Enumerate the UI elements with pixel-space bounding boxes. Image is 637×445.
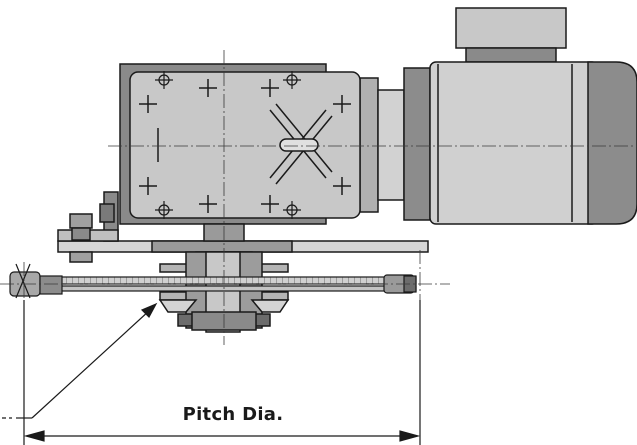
- plus-mark-icon: [199, 195, 217, 213]
- pitch-dimension: [2, 300, 421, 445]
- chain-end-link: [39, 275, 63, 295]
- worm-cross-line: [275, 103, 333, 173]
- motor-adapter: [359, 77, 379, 213]
- crosshair-circle-icon: [283, 201, 301, 219]
- motor-flange: [403, 67, 431, 221]
- leader-line: [31, 309, 151, 419]
- crosshair-circle-icon: [155, 71, 173, 89]
- chain-upper: [39, 276, 417, 285]
- chain-lower: [39, 285, 417, 292]
- plus-mark-icon: [139, 177, 157, 195]
- pitch-diameter-label: Pitch Dia.: [182, 404, 284, 425]
- bolt-nut: [69, 251, 93, 263]
- plus-marks: [139, 79, 351, 213]
- terminal-box: [455, 7, 567, 49]
- motor-adapter-ring: [377, 89, 405, 201]
- motor: [359, 7, 637, 225]
- tensioner-shoe: [250, 299, 290, 313]
- gearbox-housing: [129, 71, 361, 219]
- mount-holes: [155, 71, 301, 219]
- plus-mark-icon: [261, 79, 279, 97]
- dim-arrow-left: [23, 430, 45, 442]
- plus-mark-icon: [333, 177, 351, 195]
- leader-arrow: [140, 302, 158, 318]
- motor-body: [429, 61, 599, 225]
- tensioner-shoe: [158, 299, 198, 313]
- plus-mark-icon: [333, 95, 351, 113]
- gearbox: [119, 63, 361, 225]
- bolt-head: [99, 203, 115, 223]
- worm-shaft-slot: [279, 138, 319, 152]
- mounting-bracket: [57, 191, 429, 263]
- terminal-box-base: [465, 47, 557, 63]
- chain-end-slash: [15, 263, 31, 299]
- bolt-nut: [69, 213, 93, 229]
- base-plate-bed: [151, 240, 293, 253]
- plus-mark-icon: [261, 195, 279, 213]
- fan-cover: [587, 61, 637, 225]
- dim-arrow-right: [399, 430, 421, 442]
- crosshair-circle-icon: [155, 201, 173, 219]
- plus-mark-icon: [199, 79, 217, 97]
- crosshair-circle-icon: [283, 71, 301, 89]
- plus-mark-icon: [139, 95, 157, 113]
- bolt-nut: [71, 227, 91, 241]
